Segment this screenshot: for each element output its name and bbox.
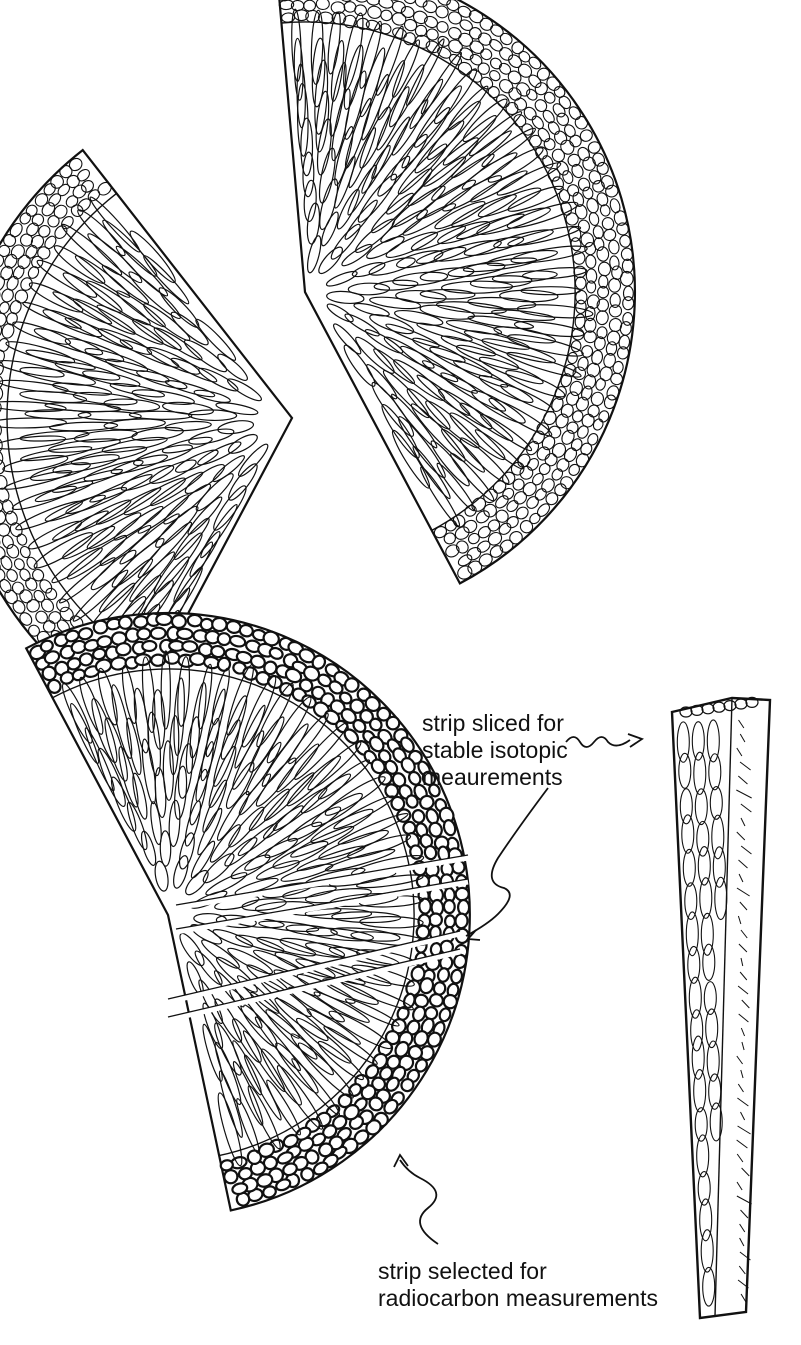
corallite-cell <box>419 898 431 913</box>
corallite-cell <box>133 616 148 629</box>
corallite-cell <box>165 652 180 664</box>
isotopic-label-line1: strip sliced for <box>422 710 568 737</box>
wedge-top-right <box>276 0 635 583</box>
corallite-cell <box>453 954 467 969</box>
corallite-cell <box>444 900 455 913</box>
corallite-cell <box>182 641 198 653</box>
isotopic-label-line2: stable isotopic <box>422 737 568 764</box>
radiocarbon-strip-label: strip selected for radiocarbon measureme… <box>378 1258 658 1312</box>
isotopic-to-slab-arrow <box>566 737 630 747</box>
wedge-outline <box>26 613 470 1210</box>
radiocarbon-label-line2: radiocarbon measurements <box>378 1285 658 1312</box>
wedge-bottom-with-strips <box>26 613 470 1210</box>
corallite-cell <box>429 913 442 926</box>
wedge-outline <box>276 0 635 583</box>
isotopic-to-wedge-arrow <box>466 788 548 936</box>
corallite-cell <box>151 627 166 639</box>
isotopic-label-line3: meaurements <box>422 764 568 791</box>
corallite-cell <box>137 628 151 640</box>
corallite-cell <box>445 915 455 927</box>
corallite-cell <box>458 900 469 915</box>
corallite-cell <box>142 641 157 652</box>
corallite-cell <box>455 913 468 928</box>
isotopic-strip-label: strip sliced for stable isotopic meaurem… <box>422 710 568 791</box>
corallite-cell <box>455 887 469 900</box>
corallite-cell <box>177 628 193 639</box>
extracted-strip-slab <box>672 697 770 1318</box>
radiocarbon-arrow <box>400 1160 438 1244</box>
corallite-cell <box>115 642 131 656</box>
radiocarbon-label-line1: strip selected for <box>378 1258 658 1285</box>
corallite-cell <box>118 616 132 630</box>
corallite-cell <box>416 925 429 939</box>
slab-outline <box>672 698 770 1318</box>
corallite-cell <box>156 614 171 625</box>
